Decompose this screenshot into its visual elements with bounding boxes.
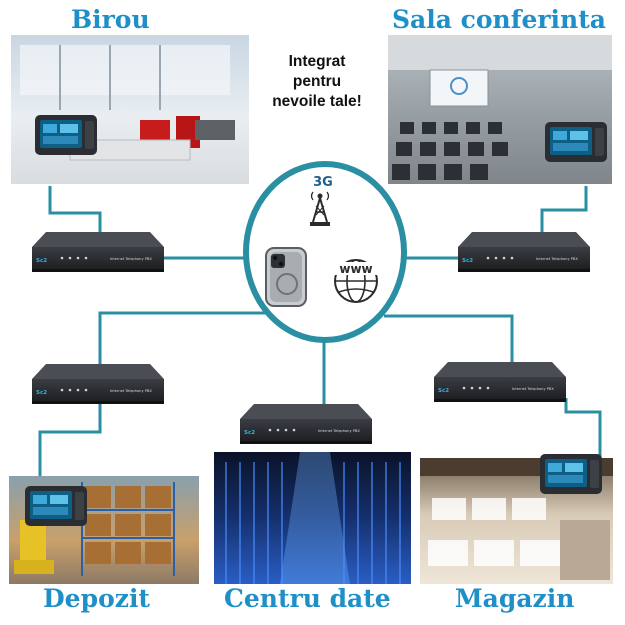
link-store-ring [384, 314, 514, 366]
photo-office [11, 35, 249, 184]
pbx-device-office [32, 232, 164, 272]
photo-datacenter [214, 452, 411, 584]
label-conference: Sala conferinta [392, 5, 606, 34]
photo-warehouse [9, 476, 199, 584]
cell-label: 3G [313, 175, 333, 190]
central-network: 3G www [243, 161, 407, 343]
link-store [564, 398, 602, 458]
link-conference [540, 186, 588, 232]
pbx-device-conference [458, 232, 590, 272]
web-label: www [339, 262, 372, 276]
link-office [48, 186, 102, 238]
photo-conference [388, 35, 612, 184]
label-store: Magazin [455, 584, 575, 613]
cell-tower-icon [310, 191, 330, 226]
tagline-line-1: Integrat [288, 53, 346, 70]
tagline: Integrat pentru nevoile tale! [252, 52, 382, 112]
photo-store [420, 454, 613, 584]
pbx-device-store [434, 362, 566, 402]
label-office: Birou [71, 5, 150, 34]
globe-icon: www [334, 259, 378, 303]
pbx-device-datacenter [240, 404, 372, 444]
tagline-line-3: nevoile tale! [272, 93, 362, 110]
tagline-line-2: pentru [292, 73, 342, 90]
link-warehouse [38, 402, 102, 476]
pbx-device-warehouse [32, 364, 164, 404]
links [38, 186, 602, 476]
link-warehouse-ring [98, 311, 266, 368]
smartphone-icon [265, 247, 307, 307]
label-warehouse: Depozit [43, 584, 150, 613]
label-datacenter: Centru date [224, 584, 391, 613]
